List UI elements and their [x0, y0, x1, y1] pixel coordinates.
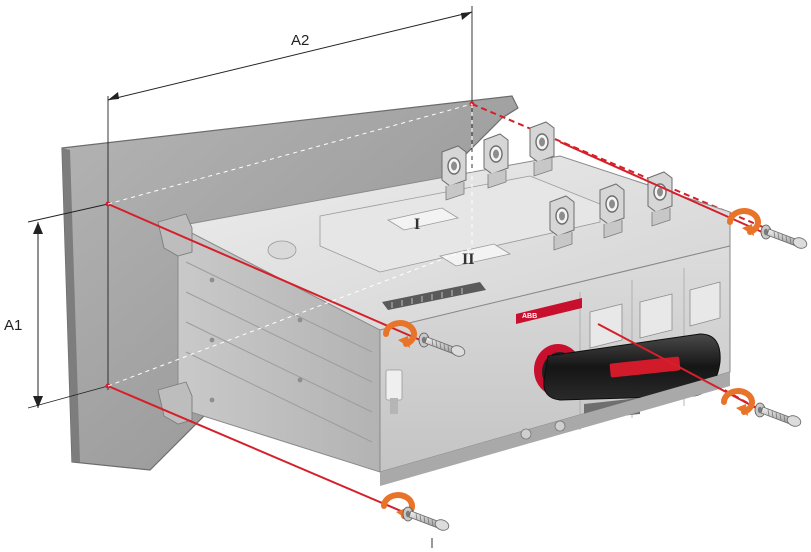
switch-top-module: [319, 175, 601, 273]
screw-icon: [402, 506, 451, 533]
mounting-line-hidden: [107, 247, 473, 387]
screw-assembly-top-right: [730, 211, 809, 251]
switch-base-plate: [380, 372, 730, 486]
screw-icon: [754, 402, 803, 429]
side-rivet: [297, 317, 303, 323]
side-vent-lines: [185, 261, 373, 443]
mounting-foot-upper: [157, 213, 193, 257]
base-screw: [554, 420, 566, 432]
mounting-line: [107, 203, 421, 341]
dimension-a1: A1: [4, 203, 109, 409]
side-rivet: [209, 277, 215, 283]
terminal-lug-icon: [483, 133, 509, 189]
front-indicator-slot: [390, 398, 398, 414]
top-round-boss: [267, 240, 297, 260]
slot-2-plate: II: [438, 243, 512, 268]
mounting-line: [107, 385, 409, 515]
slot-1-plate: I: [386, 207, 460, 233]
base-screw: [520, 428, 532, 440]
terminal-comb: [382, 282, 486, 310]
dimension-a1-label: A1: [4, 317, 22, 334]
screw-assembly-bottom: [384, 495, 451, 533]
side-rivet: [297, 377, 303, 383]
screw-icon: [760, 224, 809, 251]
handle-accent: [609, 356, 681, 378]
mounting-line-hidden: [107, 103, 473, 205]
terminal-lug-icon: [441, 145, 467, 201]
mounting-line: [597, 323, 761, 411]
mounting-line: [471, 103, 771, 231]
slot-2-label: II: [462, 251, 474, 268]
front-pole-windows: [589, 281, 721, 349]
side-rivet: [209, 337, 215, 343]
mounting-foot-lower: [157, 381, 193, 425]
front-indicator-window: [385, 369, 403, 401]
mounting-panel-edge: [62, 148, 80, 462]
brand-strip: [516, 298, 582, 324]
side-rivet: [209, 397, 215, 403]
rotary-handle-icon: [534, 333, 721, 401]
slot-1-label: I: [414, 216, 420, 233]
brand-text: ABB: [522, 313, 537, 320]
dimension-a2-label: A2: [291, 32, 309, 49]
